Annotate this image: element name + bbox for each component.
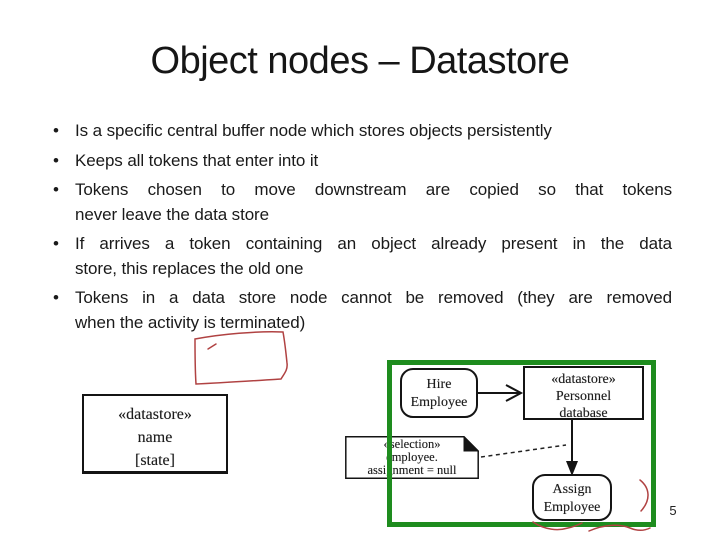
page-number: 5 bbox=[669, 503, 677, 518]
bullet-marker-icon: • bbox=[53, 180, 59, 199]
slide-title: Object nodes – Datastore bbox=[150, 40, 570, 82]
bullet-text-line: when the activity is terminated) bbox=[75, 312, 306, 332]
hire-action-label: Hire bbox=[426, 377, 452, 392]
bullet-text-line: Tokens in a data store node cannot be re… bbox=[75, 288, 672, 307]
bullet-item: • Keeps all tokens that enter into it bbox=[48, 149, 672, 174]
datastore-name: name bbox=[137, 429, 173, 446]
bullet-item: • Tokens chosen to move downstream are c… bbox=[48, 178, 672, 227]
bullet-text-line: Keeps all tokens that enter into it bbox=[75, 150, 319, 170]
hire-employee-action-node: Hire Employee bbox=[400, 368, 478, 418]
assign-action-label: Employee bbox=[543, 500, 601, 515]
note-text: employee. bbox=[386, 450, 438, 464]
personnel-store-label: Personnel bbox=[555, 389, 612, 404]
bullet-marker-icon: • bbox=[53, 150, 59, 170]
bullet-text-line: Is a specific central buffer node which … bbox=[75, 121, 552, 140]
bullet-marker-icon: • bbox=[53, 234, 59, 253]
red-pen-tick bbox=[207, 343, 217, 350]
bullet-text-line: Tokens chosen to move downstream are cop… bbox=[75, 180, 672, 199]
red-pen-underline-annotation bbox=[588, 524, 651, 532]
bullet-item: • If arrives a token containing an objec… bbox=[48, 232, 672, 281]
note-text: assignment = null bbox=[367, 463, 457, 477]
note-stereotype: «selection» bbox=[383, 437, 441, 451]
bullet-item: • Tokens in a data store node cannot be … bbox=[48, 286, 672, 335]
personnel-store-label: database bbox=[559, 406, 608, 421]
datastore-state: [state] bbox=[135, 452, 175, 469]
flow-arrow-vertical bbox=[566, 420, 578, 476]
bullet-text-line: store, this replaces the old one bbox=[75, 258, 304, 278]
assign-action-label: Assign bbox=[552, 482, 592, 497]
flow-arrow-horizontal bbox=[478, 384, 524, 402]
personnel-store-stereotype: «datastore» bbox=[551, 372, 616, 387]
hire-action-label: Employee bbox=[410, 395, 468, 410]
red-pen-arc-annotation bbox=[639, 479, 649, 512]
note-shape bbox=[345, 436, 479, 479]
bullet-text-line: never leave the data store bbox=[75, 204, 269, 224]
bullet-marker-icon: • bbox=[53, 121, 59, 140]
datastore-notation-box: «datastore» name [state] bbox=[82, 394, 228, 474]
bullet-item: • Is a specific central buffer node whic… bbox=[48, 119, 672, 144]
assign-employee-action-node: Assign Employee bbox=[532, 474, 612, 521]
datastore-stereotype: «datastore» bbox=[118, 406, 192, 423]
personnel-database-datastore-node: «datastore» Personnel database bbox=[523, 366, 644, 421]
selection-note: «selection» employee. assignment = null bbox=[345, 436, 479, 479]
bullet-marker-icon: • bbox=[53, 288, 59, 307]
note-dashed-connector bbox=[480, 444, 567, 458]
bullet-list: • Is a specific central buffer node whic… bbox=[48, 119, 672, 340]
red-pen-underline-annotation bbox=[532, 521, 583, 531]
bullet-text-line: If arrives a token containing an object … bbox=[75, 234, 672, 253]
